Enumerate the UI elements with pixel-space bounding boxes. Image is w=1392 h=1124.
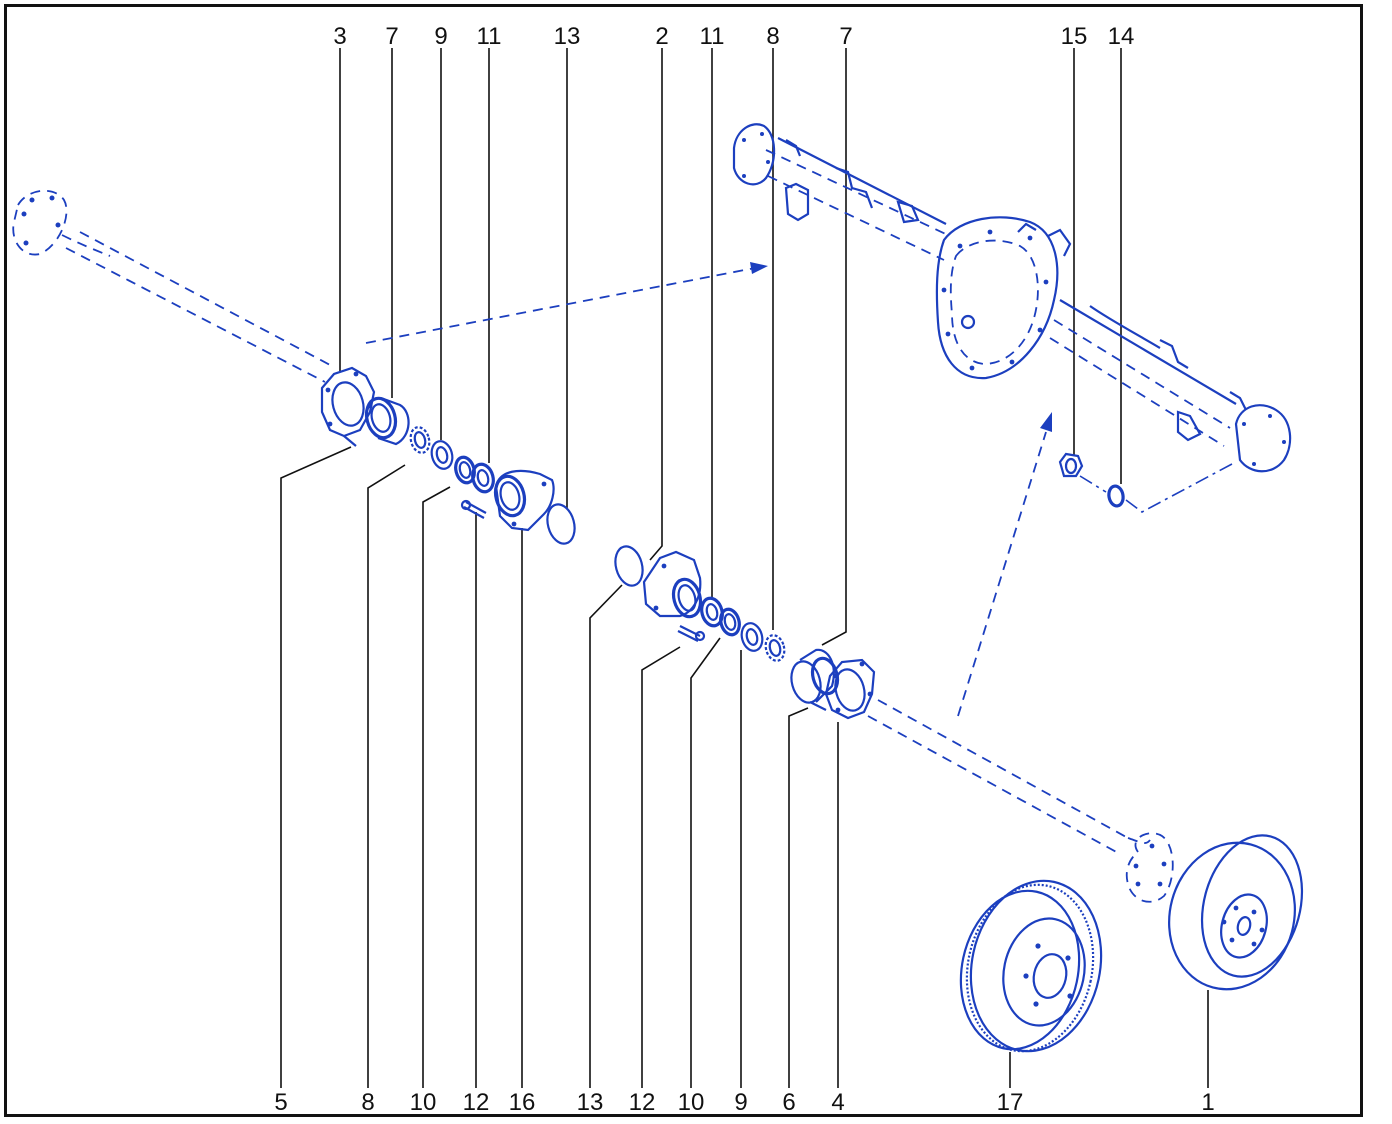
- right-oil-seal: [700, 596, 724, 628]
- right-axle-shaft: [867, 699, 1174, 903]
- callout-14: 14: [1108, 23, 1135, 50]
- left-bearing: [364, 396, 410, 446]
- callout-7b: 7: [839, 23, 852, 50]
- callout-16: 16: [509, 1089, 536, 1116]
- left-bearing-housing: [493, 469, 555, 532]
- bottom-callouts: 5 8 10 12 16 13 12 10 9 6 4 17 1: [274, 1089, 1214, 1116]
- callout-3: 3: [333, 23, 346, 50]
- top-callouts: 3 7 9 11 13 2 11 8 7 15 14: [333, 23, 1134, 50]
- left-axle-shaft: [12, 189, 333, 383]
- left-oil-seal: [471, 462, 495, 494]
- right-bearing: [790, 648, 840, 704]
- callout-7: 7: [385, 23, 398, 50]
- brake-disc: [959, 879, 1103, 1053]
- left-lock-washer: [409, 426, 431, 454]
- left-o-ring: [546, 503, 576, 545]
- right-o-ring: [614, 545, 644, 587]
- callout-9: 9: [434, 23, 447, 50]
- callout-8: 8: [766, 23, 779, 50]
- right-washer: [740, 622, 764, 652]
- callout-13: 13: [554, 23, 581, 50]
- leader-lines: [280, 48, 1209, 1088]
- nut-washer-path: [1079, 463, 1233, 513]
- left-bolt: [460, 499, 487, 519]
- right-bearing-housing: [642, 550, 703, 619]
- callout-4: 4: [831, 1089, 844, 1116]
- right-bolt: [677, 625, 706, 642]
- left-backing-plate: [320, 366, 376, 447]
- callout-10: 10: [410, 1089, 437, 1116]
- diagram-frame: [4, 4, 1363, 1117]
- right-seal: [719, 607, 741, 637]
- callout-12: 12: [463, 1089, 490, 1116]
- callout-11: 11: [477, 23, 502, 50]
- callout-1: 1: [1201, 1089, 1214, 1116]
- brake-drum: [1168, 834, 1304, 991]
- washer: [1107, 484, 1125, 508]
- right-assembly-arrow: [957, 412, 1052, 717]
- callout-2: 2: [655, 23, 668, 50]
- right-lock-washer: [764, 634, 786, 662]
- left-assembly-arrow: [365, 262, 768, 344]
- callout-12b: 12: [629, 1089, 656, 1116]
- nut: [1058, 452, 1084, 478]
- callout-9b: 9: [734, 1089, 747, 1116]
- left-washer: [430, 440, 454, 470]
- callout-17: 17: [997, 1089, 1024, 1116]
- callout-15: 15: [1061, 23, 1088, 50]
- right-backing-plate: [809, 658, 876, 720]
- callout-11b: 11: [700, 23, 725, 50]
- callout-5: 5: [274, 1089, 287, 1116]
- callout-10b: 10: [678, 1089, 705, 1116]
- callout-6: 6: [782, 1089, 795, 1116]
- callout-13b: 13: [577, 1089, 604, 1116]
- callout-8b: 8: [361, 1089, 374, 1116]
- axle-housing: [732, 123, 1292, 473]
